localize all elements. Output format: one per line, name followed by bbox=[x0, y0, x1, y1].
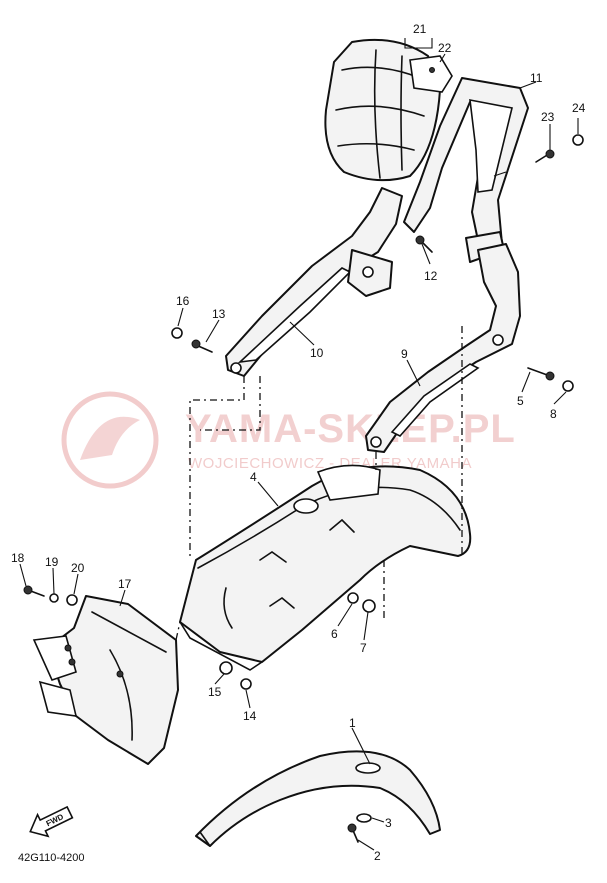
bolt-12 bbox=[415, 235, 433, 253]
nut-20 bbox=[66, 594, 78, 606]
callout-22: 22 bbox=[438, 41, 452, 55]
leader-lines bbox=[19, 38, 579, 851]
watermark: YAMA-SKLEP.PL WOJCIECHOWICZ - DEALER YAM… bbox=[61, 391, 516, 489]
fwd-arrow: FWD bbox=[29, 805, 74, 838]
callout-18: 18 bbox=[11, 551, 25, 565]
part-side-bracket bbox=[32, 595, 179, 765]
watermark-logo bbox=[61, 391, 159, 489]
washer-6 bbox=[347, 592, 359, 604]
callout-14: 14 bbox=[243, 709, 257, 723]
part-left-bracket bbox=[225, 187, 403, 377]
callout-17: 17 bbox=[118, 577, 132, 591]
callout-5: 5 bbox=[517, 394, 524, 408]
callout-6: 6 bbox=[331, 627, 338, 641]
assembly-lines bbox=[175, 326, 463, 641]
bolt-13 bbox=[191, 339, 213, 353]
washer-15 bbox=[219, 661, 233, 675]
watermark-title: YAMA-SKLEP.PL bbox=[185, 407, 516, 451]
callout-23: 23 bbox=[541, 110, 555, 124]
callout-24: 24 bbox=[572, 101, 586, 115]
callout-4: 4 bbox=[250, 470, 257, 484]
callout-15: 15 bbox=[208, 685, 222, 699]
callout-3: 3 bbox=[385, 816, 392, 830]
bolt-18 bbox=[23, 585, 45, 597]
screw-2 bbox=[347, 823, 359, 843]
callout-2: 2 bbox=[374, 849, 381, 863]
part-front-fender bbox=[195, 750, 441, 847]
nut-24 bbox=[572, 134, 584, 146]
callout-20: 20 bbox=[71, 561, 85, 575]
clip-3 bbox=[356, 813, 372, 823]
hardware bbox=[23, 134, 584, 843]
callout-9: 9 bbox=[401, 347, 408, 361]
bolt-23 bbox=[535, 149, 555, 163]
part-right-bracket bbox=[365, 243, 521, 453]
callout-16: 16 bbox=[176, 294, 190, 308]
callout-11: 11 bbox=[530, 71, 543, 85]
callout-7: 7 bbox=[360, 641, 367, 655]
nut-7 bbox=[362, 599, 376, 613]
callouts: 1 2 3 4 5 6 7 8 9 10 11 12 13 14 15 16 1… bbox=[11, 22, 586, 863]
callout-1: 1 bbox=[349, 716, 356, 730]
washer-19 bbox=[49, 593, 59, 603]
callout-19: 19 bbox=[45, 555, 59, 569]
callout-21: 21 bbox=[413, 22, 427, 36]
bolt-5 bbox=[527, 367, 555, 381]
part-rear-fender bbox=[179, 464, 472, 671]
nut-8 bbox=[562, 380, 574, 392]
callout-8: 8 bbox=[550, 407, 557, 421]
nut-14 bbox=[240, 678, 252, 690]
nut-16 bbox=[171, 327, 183, 339]
callout-12: 12 bbox=[424, 269, 438, 283]
diagram-code: 42G110-4200 bbox=[18, 852, 84, 864]
part-backrest-frame bbox=[403, 77, 529, 263]
callout-13: 13 bbox=[212, 307, 226, 321]
watermark-logo-mark bbox=[80, 416, 140, 460]
callout-10: 10 bbox=[310, 346, 324, 360]
part-backrest-pad bbox=[324, 38, 453, 182]
